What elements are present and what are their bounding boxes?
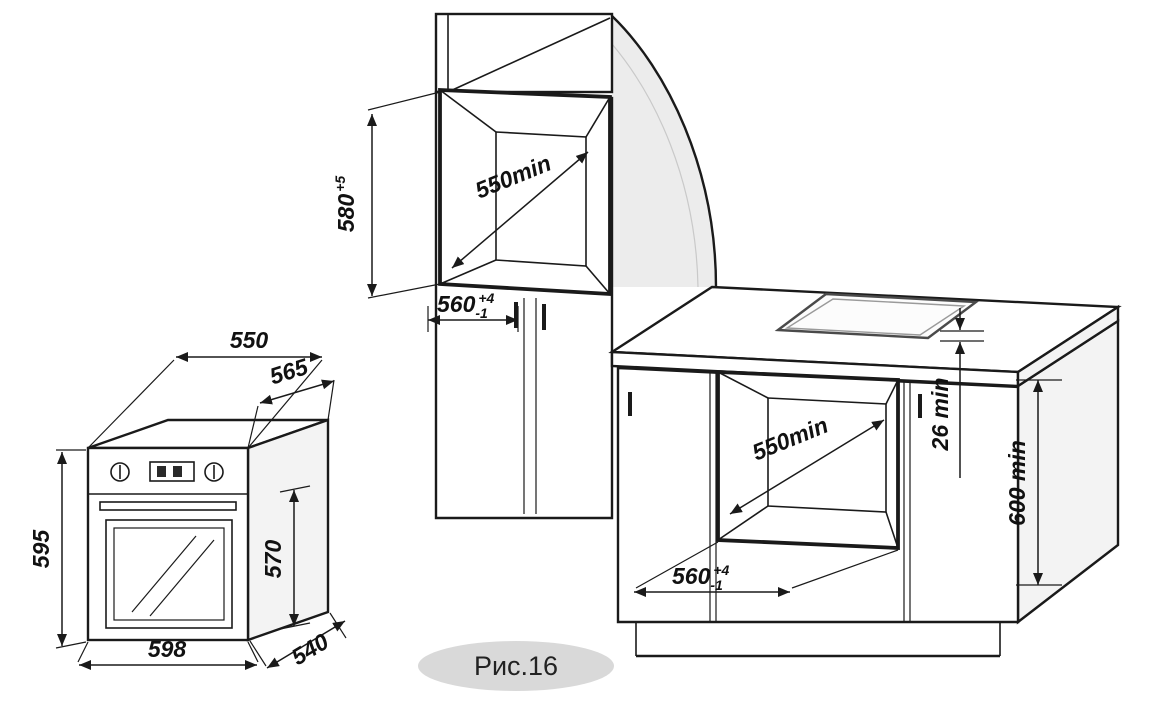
display-digit bbox=[173, 466, 182, 477]
dim-label-560-top: 560+4-1 bbox=[437, 290, 495, 321]
glass-reflection bbox=[149, 539, 215, 617]
dim-label-565: 565 bbox=[267, 353, 312, 389]
hob-cutout bbox=[774, 292, 980, 340]
dim-label-540: 540 bbox=[287, 628, 333, 670]
wall-curve bbox=[612, 16, 716, 287]
dim-oven-body-height-570: 570 bbox=[260, 485, 311, 630]
glass-reflection bbox=[131, 535, 197, 613]
dim-label-600min: 600 min bbox=[1004, 440, 1030, 526]
oven-door bbox=[105, 519, 233, 629]
cornice bbox=[434, 12, 614, 94]
dim-label-580: 580+5 bbox=[332, 176, 359, 233]
dim-tall-niche-height-580: 580+5 bbox=[332, 91, 441, 299]
dim-label-598: 598 bbox=[148, 636, 187, 662]
dim-label-560-bottom: 560+4-1 bbox=[672, 562, 730, 593]
dim-oven-bottom-width-598: 598 bbox=[77, 636, 259, 670]
display-digit bbox=[157, 466, 166, 477]
caption-bubble bbox=[418, 641, 614, 691]
dim-gap-26min: 26 min bbox=[927, 308, 984, 478]
hob-cutout-rim bbox=[784, 298, 967, 336]
dim-label-595: 595 bbox=[28, 529, 54, 569]
dim-height-600min: 600 min bbox=[1004, 379, 1062, 586]
built-in-oven bbox=[86, 418, 330, 642]
oven-door-handle bbox=[99, 501, 237, 511]
dim-label-26min: 26 min bbox=[927, 378, 953, 452]
base-cabinet-run bbox=[608, 285, 1122, 658]
worktop-end bbox=[1016, 304, 1120, 389]
figure-caption: Рис.16 bbox=[418, 641, 614, 691]
oven-door-glass bbox=[113, 527, 225, 621]
dim-label-570: 570 bbox=[260, 540, 286, 579]
caption-text: Рис.16 bbox=[474, 651, 558, 681]
dim-label-550: 550 bbox=[230, 327, 269, 353]
dim-oven-height-595: 595 bbox=[28, 449, 87, 649]
oven-side bbox=[246, 418, 330, 642]
dim-tall-niche-width-560: 560+4-1 bbox=[427, 290, 519, 332]
oven-display bbox=[149, 461, 195, 482]
dim-base-niche-width-560: 560+4-1 bbox=[634, 541, 899, 597]
